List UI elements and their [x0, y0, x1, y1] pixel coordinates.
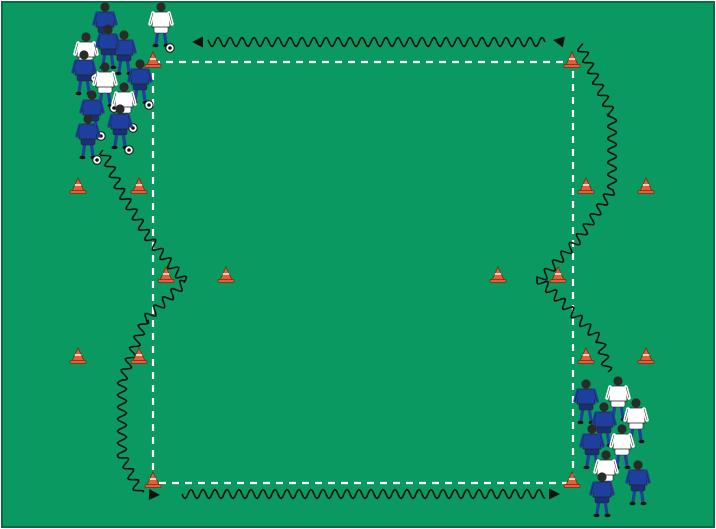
ball-icon — [125, 146, 133, 154]
ball-icon — [93, 156, 101, 164]
ball-icon — [166, 44, 174, 52]
ball-icon — [145, 101, 153, 109]
